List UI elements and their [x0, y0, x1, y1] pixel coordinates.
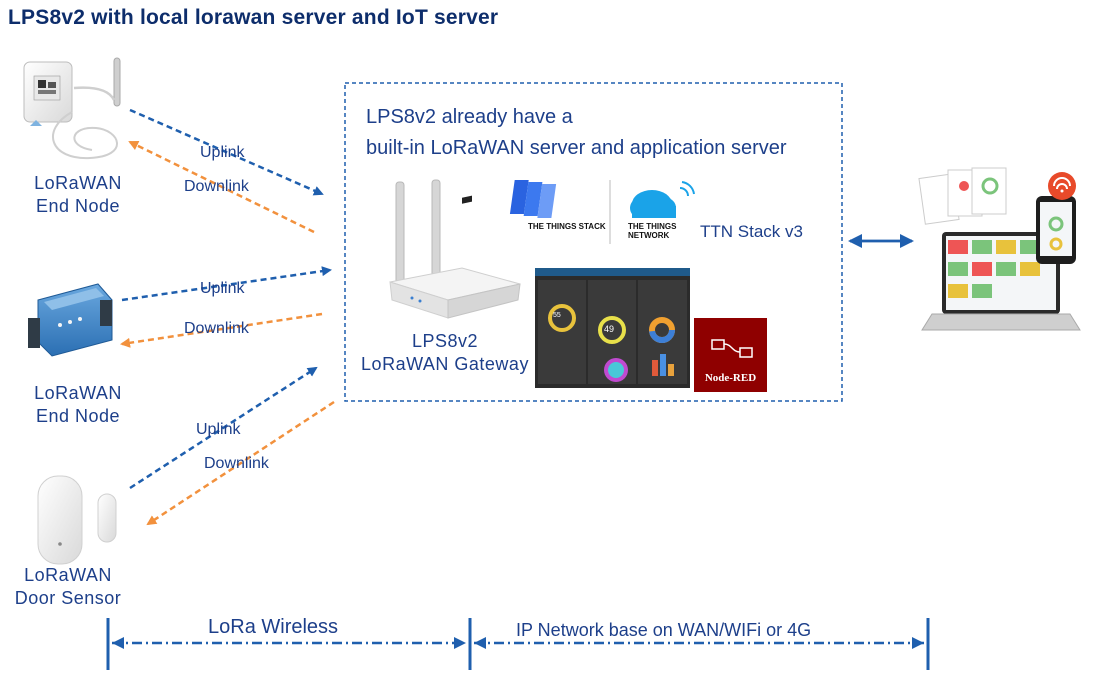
downlink-label-3: Downlink	[204, 455, 269, 472]
ttn-stack-label: TTN Stack v3	[700, 222, 803, 241]
phone-icon	[1036, 196, 1076, 264]
gateway-label-line2: LoRaWAN Gateway	[361, 354, 529, 374]
lora-wireless-label: LoRa Wireless	[208, 616, 339, 638]
ip-network-label: IP Network base on WAN/WIFi or 4G	[516, 620, 812, 640]
downlink-arrow-2	[120, 312, 323, 348]
downlink-label-2: Downlink	[184, 320, 249, 337]
node-label-3: LoRaWAN Door Sensor	[8, 564, 128, 610]
node-3-line2: Door Sensor	[14, 588, 122, 608]
gateway-label: LPS8v2 LoRaWAN Gateway	[350, 330, 540, 376]
temperature-sensor-icon	[23, 57, 121, 160]
report-pages-icon	[918, 167, 1007, 225]
gateway-icon	[389, 179, 521, 319]
things-network-logo-text: THE THINGS NETWORK	[628, 222, 677, 240]
downlink-arrow-3	[146, 400, 335, 526]
uplink-label-1: Uplink	[200, 144, 245, 161]
node-3-line1: LoRaWAN	[24, 565, 112, 585]
gateway-label-line1: LPS8v2	[411, 331, 479, 351]
node-red-dashboard-screenshot	[535, 268, 690, 388]
things-stack-logo-text: THE THINGS STACK	[528, 222, 606, 231]
ttn-logos	[509, 174, 698, 248]
dashboard-gauge-a: 55	[553, 312, 561, 319]
node-red-logo-text: Node-RED	[704, 372, 757, 384]
box-heading-line1: LPS8v2 already have a	[366, 106, 573, 128]
node-2-line1: LoRaWAN	[34, 383, 122, 403]
node-label-1: LoRaWAN End Node	[18, 172, 138, 218]
door-sensor-icon	[37, 475, 117, 565]
wifi-icon	[1048, 172, 1076, 200]
node-red-logo-icon	[694, 318, 767, 392]
box-heading-line2: built-in LoRaWAN server and application …	[366, 137, 787, 159]
things-stack-logo-icon	[509, 180, 557, 218]
diagram-title: LPS8v2 with local lorawan server and IoT…	[8, 6, 499, 29]
node-2-line2: End Node	[35, 406, 121, 426]
uplink-arrow-1	[129, 108, 324, 196]
node-1-line2: End Node	[35, 196, 121, 216]
dashboard-gauge-b: 49	[604, 324, 615, 334]
uplink-arrow-3	[129, 366, 318, 490]
node-label-2: LoRaWAN End Node	[18, 382, 138, 428]
things-network-cloud-icon	[630, 181, 695, 218]
downlink-arrow-1	[128, 140, 315, 234]
io-controller-icon	[28, 283, 113, 357]
laptop-icon	[921, 232, 1081, 331]
uplink-arrow-2	[121, 266, 332, 302]
downlink-label-1: Downlink	[184, 178, 249, 195]
node-1-line1: LoRaWAN	[34, 173, 122, 193]
gateway-box	[344, 82, 843, 402]
uplink-label-2: Uplink	[200, 280, 245, 297]
uplink-label-3: Uplink	[196, 421, 241, 438]
